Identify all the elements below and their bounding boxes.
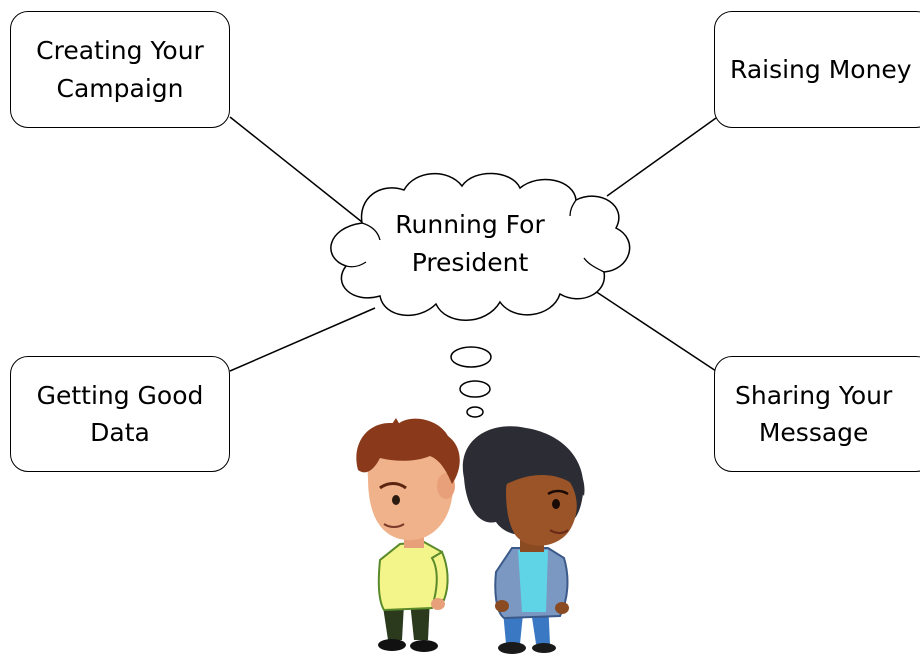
topic-label-line2: Data — [90, 418, 150, 447]
cloud-inner-curve-1 — [361, 222, 381, 241]
thought-cloud — [330, 172, 631, 321]
thought-bubble-small — [466, 406, 484, 418]
topic-label-line1: Sharing Your — [735, 380, 893, 410]
thought-bubble-medium — [459, 380, 491, 398]
topic-label-line2: Message — [758, 418, 869, 447]
topic-label-line1: Getting Good — [36, 380, 204, 410]
topic-box-creating-your-campaign: Creating Your Campaign — [10, 11, 230, 128]
cloud-inner-curve-3 — [583, 257, 605, 273]
boy-character — [356, 418, 460, 652]
topic-box-raising-money: Raising Money — [714, 11, 920, 128]
topic-box-sharing-your-message: Sharing Your Message — [714, 356, 920, 472]
central-topic-line1: Running For — [395, 210, 545, 239]
topic-box-getting-good-data: Getting Good Data — [10, 356, 230, 472]
thought-bubble-large — [450, 346, 492, 368]
connector-getting — [229, 307, 376, 372]
connector-sharing — [591, 288, 717, 372]
central-topic-line2: President — [411, 247, 529, 277]
cloud-inner-curve-4 — [569, 199, 577, 217]
central-topic-label: Running For President — [360, 206, 580, 281]
girl-character — [462, 426, 585, 654]
cloud-inner-curve-2 — [345, 261, 367, 268]
connector-creating — [229, 116, 363, 223]
connector-raising — [606, 117, 717, 197]
topic-label-line2: Campaign — [56, 73, 184, 103]
topic-label-line1: Raising Money — [730, 54, 912, 84]
topic-label-line1: Creating Your — [36, 36, 204, 65]
